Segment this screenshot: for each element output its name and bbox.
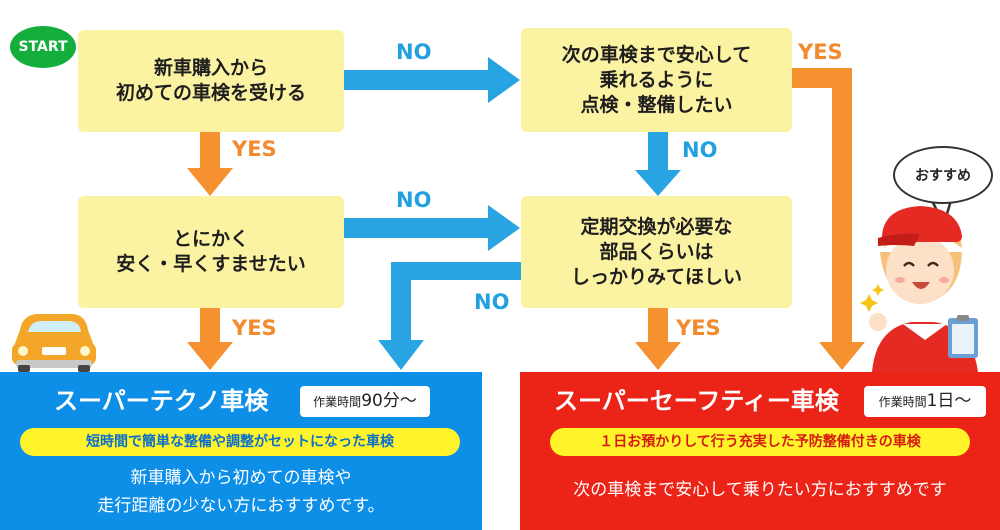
plan-panel-safety: スーパーセーフティー車検 作業時間1日〜 １日お預かりして行う充実した予防整備付… (520, 372, 1000, 530)
question-regular-parts: 定期交換が必要な 部品くらいは しっかりみてほしい (521, 196, 792, 308)
label-yes-q4: YES (676, 316, 721, 340)
question-safe-until-next: 次の車検まで安心して 乗れるように 点検・整備したい (521, 28, 792, 132)
arrow-no-q1-q3 (344, 57, 520, 103)
plan-time-safety: 作業時間1日〜 (864, 386, 986, 417)
arrow-yes-q3-safety (792, 68, 865, 370)
arrow-yes-q2-techno (187, 308, 233, 370)
plan-description-techno: 新車購入から初めての車検や 走行距離の少ない方におすすめです。 (97, 468, 385, 516)
question-cheap-and-fast: とにかく 安く・早くすませたい (78, 196, 344, 308)
question-new-car-first-inspection: 新車購入から 初めての車検を受ける (78, 30, 344, 132)
label-yes-q2: YES (232, 316, 277, 340)
mechanic-icon (860, 206, 978, 372)
car-icon (12, 314, 96, 372)
label-no-q3: NO (682, 138, 718, 162)
plan-panel-techno: スーパーテクノ車検 作業時間90分〜 短時間で簡単な整備や調整がセットになった車… (0, 372, 482, 530)
plan-tagline-safety: １日お預かりして行う充実した予防整備付きの車検 (550, 428, 970, 456)
plan-tagline-techno: 短時間で簡単な整備や調整がセットになった車検 (20, 428, 460, 456)
label-no-q4: NO (474, 290, 510, 314)
plan-description-safety: 次の車検まで安心して乗りたい方におすすめです (573, 480, 947, 500)
label-no-q1: NO (396, 40, 432, 64)
arrow-no-q3-q4 (635, 132, 681, 196)
label-no-q2: NO (396, 188, 432, 212)
plan-time-techno: 作業時間90分〜 (300, 386, 430, 417)
plan-title-safety: スーパーセーフティー車検 (554, 387, 839, 415)
label-yes-q3: YES (798, 40, 843, 64)
label-yes-q1: YES (232, 137, 277, 161)
arrow-yes-q4-safety (635, 308, 681, 370)
arrow-yes-q1-q2 (187, 132, 233, 196)
arrow-no-q2-q4 (344, 205, 520, 251)
arrow-no-q4-techno (378, 262, 521, 370)
recommend-bubble: おすすめ (893, 146, 993, 204)
start-badge: START (10, 26, 76, 68)
plan-title-techno: スーパーテクノ車検 (54, 387, 269, 415)
